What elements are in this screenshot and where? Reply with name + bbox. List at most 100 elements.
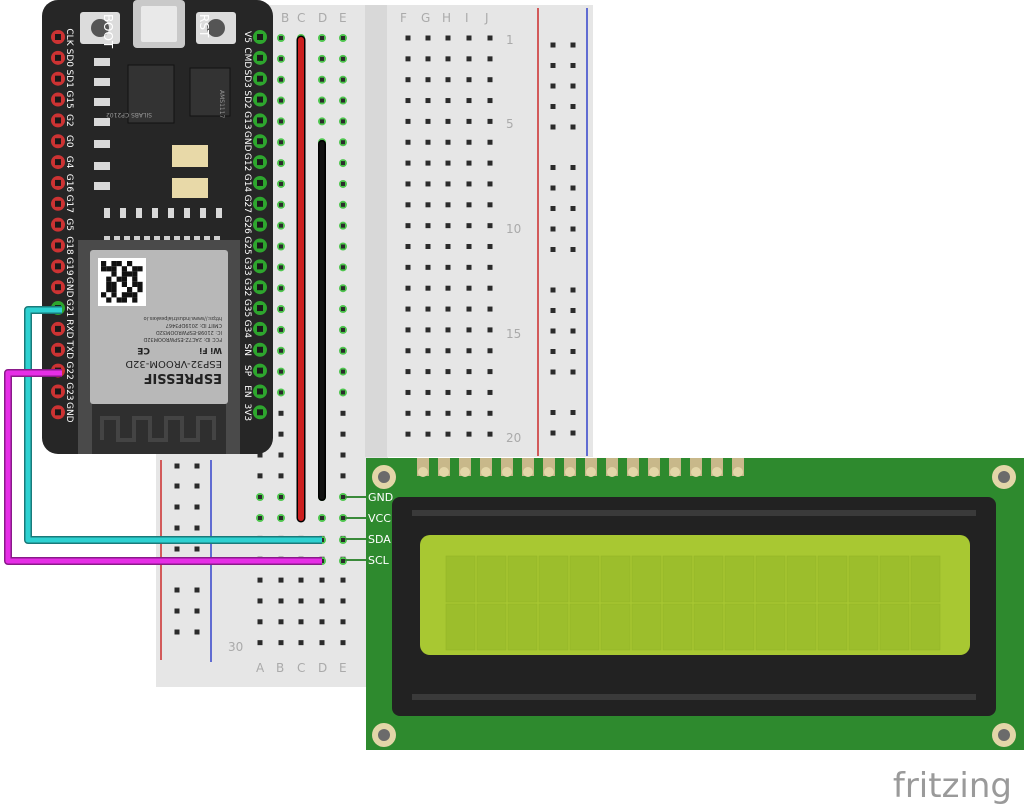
breadboard-hole (445, 77, 451, 83)
active-hole-center (279, 307, 283, 312)
breadboard-hole (466, 410, 472, 416)
breadboard-hole (466, 223, 472, 229)
qr-module (121, 297, 127, 303)
smd-resistor (94, 162, 110, 170)
rail-wires (296, 35, 326, 523)
rail-hole (174, 587, 180, 593)
qr-module (132, 297, 138, 303)
row-label-10: 10 (506, 222, 521, 236)
boot-label: BOOT (101, 14, 115, 49)
rail-hole (570, 226, 576, 232)
smd-cap (168, 208, 174, 218)
active-hole-center (279, 77, 283, 82)
breadboard-hole (487, 244, 493, 249)
lcd-cell (476, 555, 507, 603)
smd-resistor (94, 140, 110, 148)
col-label-d: D (318, 11, 327, 25)
qr-module (116, 297, 122, 303)
pin-hole (257, 138, 263, 145)
breadboard-hole (425, 56, 431, 62)
breadboard-hole (487, 35, 493, 41)
pin-hole (55, 54, 61, 61)
rail-hole (194, 525, 200, 531)
breadboard-hole (445, 244, 451, 249)
active-hole-center (279, 56, 283, 61)
breadboard-hole (445, 139, 451, 145)
wifi-logo: Wi Fi (199, 346, 222, 355)
breadboard-hole (298, 619, 304, 625)
breadboard-hole (425, 348, 431, 354)
qr-module (121, 276, 127, 282)
rail-hole (570, 430, 576, 436)
col-label-h: H (442, 11, 451, 25)
esp32-pin-label: CMD (242, 47, 252, 68)
breadboard-hole (278, 473, 284, 479)
qr-module (132, 292, 138, 298)
pin-hole (55, 34, 61, 40)
breadboard-hole (425, 223, 431, 229)
rail-hole (550, 410, 556, 415)
esp32-pin-label: TXD (64, 339, 74, 359)
esp32-pin-label: SD0 (64, 49, 74, 68)
esp32-pin-label: G23 (64, 382, 74, 400)
rail-hole (570, 247, 576, 252)
smd-cap (200, 208, 206, 218)
rail-hole (570, 83, 576, 89)
breadboard-hole (257, 452, 263, 458)
sda-wire[interactable] (25, 307, 322, 543)
pin-hole (257, 221, 263, 228)
rail-hole (570, 165, 576, 170)
breadboard-hole (405, 181, 411, 187)
active-hole-center (279, 181, 283, 186)
esp32-pin-label: EN (242, 385, 252, 397)
qr-module (111, 271, 117, 277)
scl-wire[interactable] (5, 370, 322, 564)
lcd-cell (445, 555, 476, 603)
pin-hole (55, 388, 61, 395)
lcd-bezel-bottom-strip (412, 694, 976, 700)
breadboard-hole (340, 410, 346, 416)
esp32-pin-label: SD3 (242, 70, 252, 88)
row-label-5: 5 (506, 117, 514, 131)
active-hole-center (279, 119, 283, 124)
col-label-e-bottom: E (339, 661, 347, 675)
breadboard-hole (466, 118, 472, 124)
esp32-pin-label: 3V3 (242, 403, 252, 421)
breadboard-hole (445, 306, 451, 312)
esp32-pin-label: V5 (242, 31, 252, 43)
qr-module (121, 266, 127, 272)
breadboard-hole (425, 306, 431, 312)
esp32-pin-label: G2 (64, 114, 74, 127)
col-label-g: G (421, 11, 430, 25)
breadboard-right-body (388, 5, 593, 457)
pin-hole (257, 367, 263, 374)
pin-hole (55, 96, 61, 103)
qr-module (116, 261, 122, 267)
lcd-cell (569, 603, 600, 651)
pin-hole (257, 159, 263, 166)
row-label-15: 15 (506, 327, 521, 341)
lcd-header-pad (670, 467, 680, 477)
col-label-e: E (339, 11, 347, 25)
lcd-cell (817, 603, 848, 651)
breadboard-hole (487, 98, 493, 104)
pin-hole (55, 242, 61, 249)
active-hole-center (341, 161, 345, 166)
esp32-pin-label: SP (242, 365, 252, 377)
breadboard-hole (445, 431, 451, 437)
breadboard-hole (425, 369, 431, 375)
breadboard-hole (445, 327, 451, 333)
rst-label: RST (197, 14, 211, 38)
qr-module (101, 261, 107, 267)
smd-cap (104, 208, 110, 218)
breadboard-hole (445, 181, 451, 187)
breadboard-hole (405, 223, 411, 229)
active-hole-center (341, 98, 345, 103)
active-hole-center (341, 181, 345, 186)
esp32-pin-label: G0 (64, 135, 74, 148)
pin-hole (257, 75, 263, 82)
active-hole-center (341, 495, 345, 499)
qr-module (132, 271, 138, 277)
breadboard-hole (405, 264, 411, 270)
pin-hole (257, 346, 263, 353)
